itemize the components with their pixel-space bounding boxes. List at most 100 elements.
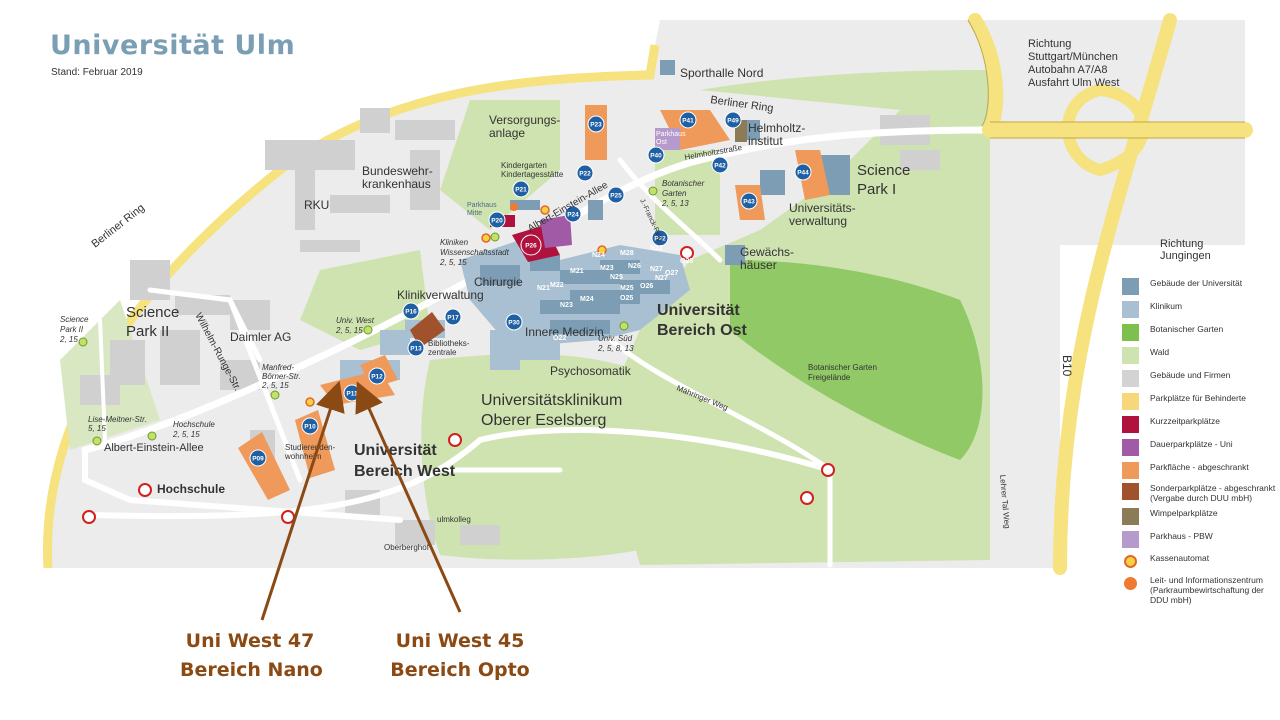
legend-swatch [1122,324,1139,341]
label-uni-west-1: Universität [354,442,437,459]
parking-markers: P09P10P11P12P13P16P17P20P21P22P23P24P25P… [249,111,812,467]
label-bundeswehr-2: krankenhaus [362,177,431,191]
parking-label-p44: P44 [797,170,809,177]
label-chirurgie: Chirurgie [474,275,523,289]
callout-nano-line1: Uni West 47 [185,630,315,652]
parking-marker-p10 [301,417,319,435]
legend-item: Gebäude der Universität [1122,278,1278,295]
parking-marker-p23 [587,115,605,133]
stop-hochschule-1: Hochschule [173,420,215,429]
stop-sp2-3: 2, 15 [59,335,78,344]
building-code: M24 [580,296,594,303]
parking-marker-p32 [651,229,669,247]
legend-item: Dauerparkplätze - Uni [1122,439,1278,456]
label-helmholtz-1: Helmholtz- [748,121,805,135]
label-wohnheim-2: wohnheim [284,452,322,461]
parking-marker-p16 [402,302,420,320]
parking-label-p12: P12 [371,374,383,381]
legend-item: Sonderparkplätze - abgeschrankt (Vergabe… [1122,483,1278,503]
direction-a7-3: Autobahn A7/A8 [1028,64,1108,76]
legend-item: Parkfläche - abgeschrankt [1122,462,1278,479]
parking-label-p16: P16 [405,309,417,316]
parking-label-p41: P41 [682,118,694,125]
building-code: O25 [620,295,633,302]
label-klinikverwaltung: Klinikverwaltung [397,288,484,302]
legend-label: Botanischer Garten [1150,324,1224,334]
legend-label: Kurzzeitparkplätze [1150,416,1220,426]
label-parkhaus-ost-1: Parkhaus [656,131,686,138]
legend-item: Parkhaus - PBW [1122,531,1278,548]
legend-label: Gebäude der Universität [1150,278,1243,288]
building-code: N21 [537,285,550,292]
building-code: M23 [600,265,614,272]
label-science-park-2-b: Park II [126,323,169,340]
legend-swatch [1122,439,1139,456]
parking-marker-p13 [407,339,425,357]
label-uni-ost-2: Bereich Ost [657,322,747,339]
parking-label-p42: P42 [714,163,726,170]
label-uni-ost-1: Universität [657,302,740,319]
label-uni-verwaltung-2: verwaltung [789,214,847,228]
parking-label-p26: P26 [525,243,537,250]
label-kliniken-2: Wissenschaftsstadt [440,248,510,257]
building-code: M28 [620,250,634,257]
legend-item: Wimpelparkplätze [1122,508,1278,525]
legend-label: Gebäude und Firmen [1150,370,1231,380]
legend-swatch [1122,508,1139,525]
building-code: O28 [680,258,693,265]
label-bibliothek-1: Bibliotheks- [428,339,470,348]
legend-label: Kassenautomat [1150,553,1210,563]
legend-swatch [1122,553,1139,570]
parking-label-p25: P25 [610,193,622,200]
callout-nano: Uni West 47 Bereich Nano [180,627,323,685]
legend-item: Botanischer Garten [1122,324,1278,341]
label-science-park-1-b: Park I [857,181,896,198]
label-kindergarten-1: Kindergarten [501,161,547,170]
parking-marker-p9 [249,449,267,467]
legend-swatch [1122,278,1139,295]
callout-opto-line2: Bereich Opto [390,659,530,681]
legend-swatch [1122,531,1139,548]
highways [968,13,1253,575]
label-science-park-1-a: Science [857,162,910,179]
label-freigelaende-2: Freigelände [808,373,851,382]
building-code: N25 [610,274,623,281]
legend-swatch [1122,416,1139,433]
parking-label-p17: P17 [447,315,459,322]
stop-sp2-1: Science [60,315,89,324]
arrow-opto [355,381,462,613]
label-rku: RKU [304,198,329,212]
grey-buildings [80,108,940,545]
label-oberberghof: Oberberghof [384,543,430,552]
stop-univ-west-2: 2, 5, 15 [335,326,363,335]
road-label-b10: B10 [1060,355,1074,377]
legend-swatch [1122,462,1139,479]
parking-label-p10: P10 [304,424,316,431]
parking-label-p40: P40 [650,153,662,160]
direction-jungingen-2: Jungingen [1160,250,1211,262]
label-bot-garten-1: Botanischer [662,179,705,188]
stop-lise-2: 5, 15 [88,424,106,433]
building-code: M21 [570,268,584,275]
label-bot-garten-2: Garten [662,189,687,198]
parking-marker-p17 [444,308,462,326]
stop-univ-west-1: Univ. West [336,316,375,325]
parking-marker-p42 [711,156,729,174]
direction-a7-2: Stuttgart/München [1028,51,1118,63]
building-code: M25 [620,285,634,292]
tram-stops [78,186,658,446]
label-freigelaende-1: Botanischer Garten [808,363,877,372]
legend-item: Wald [1122,347,1278,364]
legend-swatch [1122,301,1139,318]
label-psychosomatik: Psychosomatik [550,364,632,378]
label-parkhaus-mitte-1: Parkhaus [467,202,497,209]
parking-marker-p43 [740,192,758,210]
building-code: N22 [650,245,663,252]
label-gewaechshaeuser-2: häuser [740,258,777,272]
parking-label-p21: P21 [515,187,527,194]
parking-marker-p26 [520,234,542,256]
building-code: N27 [655,275,668,282]
legend-swatch [1122,393,1139,410]
building-code: N26 [628,263,641,270]
